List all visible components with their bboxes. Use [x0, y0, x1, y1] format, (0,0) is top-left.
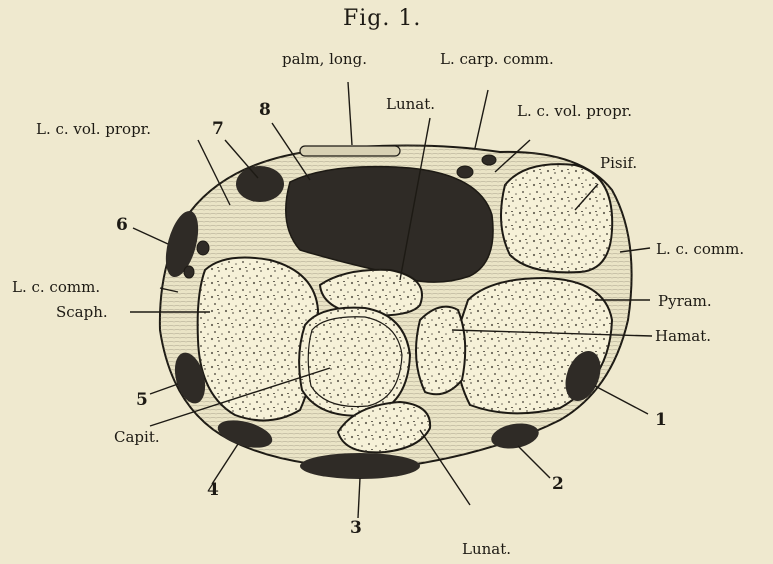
label-l-c-vol-propr-left: L. c. vol. propr. — [36, 122, 151, 137]
number-5: 5 — [136, 392, 148, 409]
label-capit: Capit. — [114, 430, 160, 445]
label-palm-long: palm, long. — [282, 52, 367, 67]
number-3: 3 — [350, 520, 362, 537]
figure-title: Fig. 1. — [343, 8, 421, 30]
label-l-c-comm-left: L. c. comm. — [12, 280, 100, 295]
vessel — [482, 155, 496, 165]
number-6: 6 — [116, 217, 128, 234]
vessel — [457, 166, 473, 178]
label-l-carp-comm: L. carp. comm. — [440, 52, 554, 67]
label-lunat-top: Lunat. — [386, 97, 435, 112]
number-1: 1 — [655, 412, 667, 429]
label-lunat-bottom: Lunat. — [462, 542, 511, 557]
tendon-7 — [236, 166, 284, 202]
label-scaph: Scaph. — [56, 305, 108, 320]
number-4: 4 — [207, 482, 219, 499]
number-8: 8 — [259, 102, 271, 119]
label-pisif: Pisif. — [600, 156, 637, 171]
vessel — [184, 266, 194, 278]
label-hamat: Hamat. — [655, 329, 711, 344]
tendon-3 — [300, 453, 420, 479]
palmaris-longus-tendon — [300, 146, 400, 156]
label-pyram: Pyram. — [658, 294, 712, 309]
number-2: 2 — [552, 476, 564, 493]
label-l-c-comm-right: L. c. comm. — [656, 242, 744, 257]
vessel — [197, 241, 209, 255]
label-l-c-vol-propr-right: L. c. vol. propr. — [517, 104, 632, 119]
number-7: 7 — [212, 121, 224, 138]
